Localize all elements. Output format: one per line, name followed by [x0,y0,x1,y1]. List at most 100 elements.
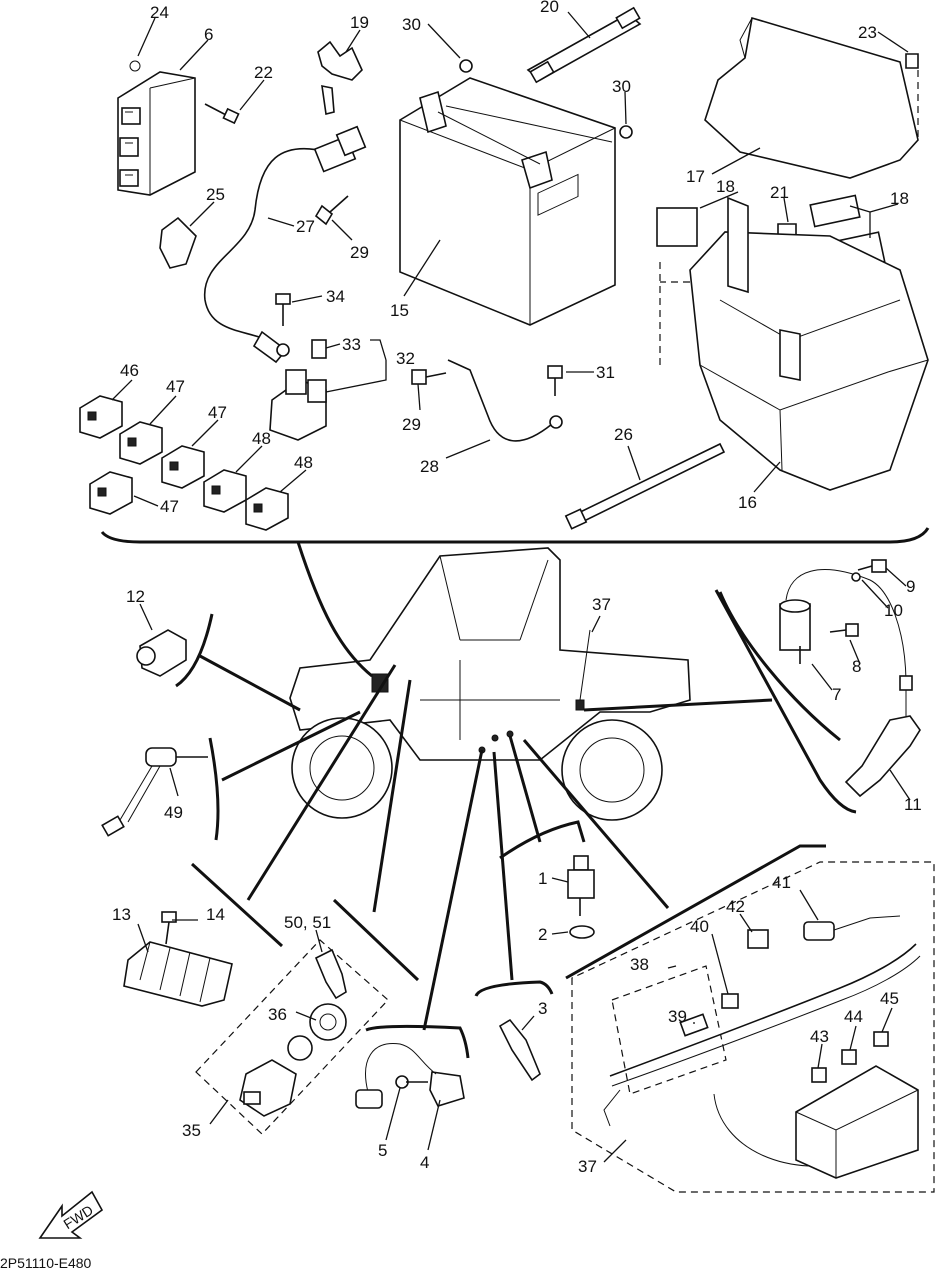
callout-5: 5 [378,1141,387,1160]
callout-39: 39 [668,1007,687,1026]
fuse-45[interactable] [873,1031,889,1047]
diagram-code: 2P51110-E480 [0,1255,92,1271]
connector-48a[interactable] [203,469,247,513]
cap-30a[interactable] [459,59,473,73]
fuse-33[interactable] [311,339,327,359]
callout-31: 31 [596,363,615,382]
relay-42[interactable] [747,929,769,949]
main-switch-body[interactable] [239,1059,297,1117]
callout-45: 45 [880,989,899,1008]
connector-40[interactable] [721,993,739,1009]
battery-box-16[interactable] [659,196,929,491]
fuse-43[interactable] [811,1067,827,1083]
cable-loop [355,1043,437,1109]
callout-22: 22 [254,63,273,82]
callout-12: 12 [126,587,145,606]
callout-23: 23 [858,23,877,42]
washer-2[interactable] [569,925,595,939]
harness-subgroup-38 [611,965,727,1095]
ecu-unit[interactable] [117,60,196,196]
callout-30: 30 [612,77,631,96]
relay-41[interactable] [803,915,901,941]
connector-47c[interactable] [89,471,133,515]
grommet-25[interactable] [159,216,197,269]
battery-cover-17[interactable] [704,16,919,179]
callout-48: 48 [294,453,313,472]
callout-20: 20 [540,0,559,16]
callout-38: 38 [630,955,649,974]
bolt-8[interactable] [829,623,859,637]
callout-42: 42 [726,897,745,916]
plug-cap-11[interactable] [844,675,921,798]
connector-47a[interactable] [119,421,163,465]
fuse-box[interactable] [795,1065,919,1179]
callout-18: 18 [890,189,909,208]
callout-3: 3 [538,999,547,1018]
cap-30b[interactable] [619,125,633,139]
callout-32: 32 [396,349,415,368]
cable-tie-26[interactable] [564,442,726,530]
callout-13: 13 [112,905,131,924]
wire-harness-group-37 [571,861,935,1193]
bracket-key [332,898,420,982]
callout-24: 24 [150,3,169,22]
callout-4: 4 [420,1153,429,1172]
pad-18b[interactable] [809,194,861,228]
callout-17: 17 [686,167,705,186]
callout-19: 19 [350,13,369,32]
washer-10[interactable] [851,572,861,582]
connector-47b[interactable] [161,445,205,489]
key-50-51[interactable] [314,948,347,1000]
callout-25: 25 [206,185,225,204]
starter-relay-32[interactable] [269,369,327,441]
spark-plug-1[interactable] [567,855,595,916]
bolt-22[interactable] [204,103,240,125]
bolt-31[interactable] [547,365,563,396]
bolt-34[interactable] [275,293,291,357]
pointer-lines [199,541,841,1031]
bracket-harness [565,844,826,980]
sensor-4[interactable] [429,1071,465,1107]
connector-48b[interactable] [245,487,289,531]
callout-28: 28 [420,457,439,476]
main-switch-group-35 [195,939,389,1135]
bracket-ignition [714,589,857,814]
battery-15[interactable] [399,77,616,326]
ignition-coil-7[interactable] [779,569,907,681]
sensor-12[interactable] [136,629,187,677]
rectifier-13[interactable] [123,941,233,1007]
clamp-19[interactable] [317,40,363,115]
callout-37: 37 [578,1157,597,1176]
callout-33: 33 [342,335,361,354]
pad-18a[interactable] [656,207,698,247]
bolt-29a[interactable] [314,195,349,226]
callout-9: 9 [906,577,915,596]
callout-43: 43 [810,1027,829,1046]
callout-47: 47 [160,497,179,516]
sensor-49[interactable] [101,747,208,837]
callout-46: 46 [120,361,139,380]
vehicle-outline [289,547,691,821]
nut-36[interactable] [287,1003,347,1061]
band-20[interactable] [526,6,642,84]
connector-39[interactable] [679,1013,709,1037]
cable-27[interactable] [204,125,367,364]
spark-plug-3[interactable] [498,1018,541,1082]
callout-41: 41 [772,873,791,892]
connector-46[interactable] [79,395,123,439]
battery-cable-28[interactable] [447,359,563,442]
callout-1: 1 [538,869,547,888]
callout-2: 2 [538,925,547,944]
callout-49: 49 [164,803,183,822]
bolt-5[interactable] [395,1075,428,1089]
bolt-29b[interactable] [411,369,447,385]
fuse-44[interactable] [841,1049,857,1065]
bracket-3 [474,980,554,997]
screw-23[interactable] [905,53,919,140]
callout-14: 14 [206,905,225,924]
callout-48: 48 [252,429,271,448]
bracket-12 [175,613,214,688]
bolt-9[interactable] [857,559,887,573]
bolt-14[interactable] [161,911,177,945]
